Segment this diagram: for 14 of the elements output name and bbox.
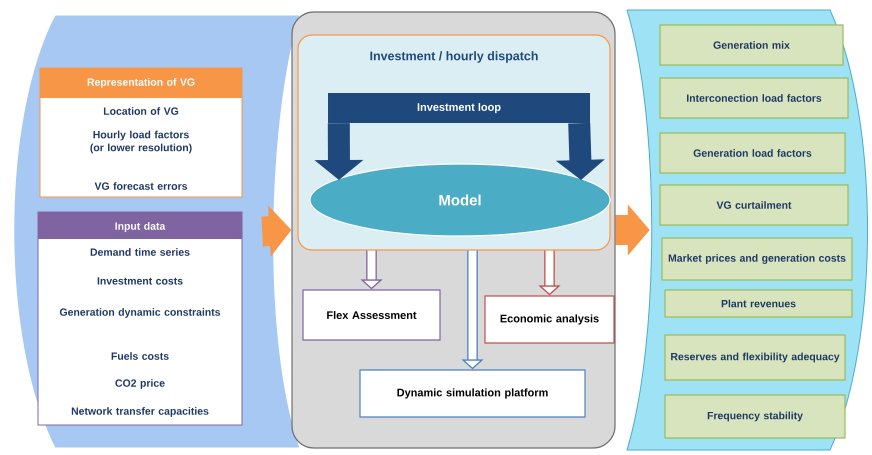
output-box: VG curtailment [659,184,849,226]
process-box: Economic analysis [484,295,615,344]
output-box: Plant revenues [664,289,853,318]
loop-bar: Investment loop [328,93,590,123]
list-box: Representation of VG Location of VG Hourly load factors (or lower resolution) VG forecast errors [40,68,242,198]
output-box: Interconection load factors [659,77,849,119]
output-box: Reserves and flexibility adequacy [664,334,846,381]
output-box: Generation mix [659,24,844,66]
output-box: Generation load factors [659,132,846,174]
list-box: Input data Demand time series Investment costs Generation dynamic constraints Fuels costs CO2 price Network transfer capacities [38,212,242,426]
process-box: Dynamic simulation platform [359,369,586,418]
process-box: Flex Assessment [302,289,441,341]
output-box: Frequency stability [664,394,846,439]
output-box: Market prices and generation costs [661,237,853,281]
